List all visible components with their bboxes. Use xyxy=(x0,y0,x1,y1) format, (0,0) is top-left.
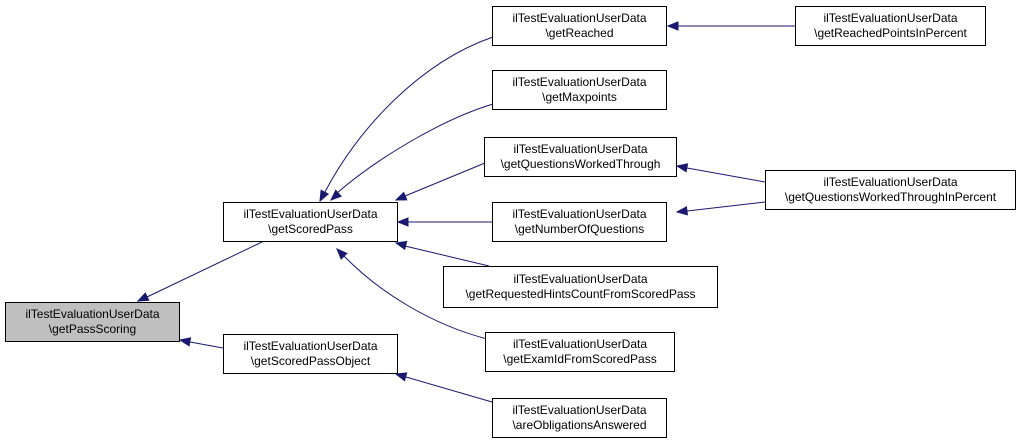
node-method-label: \getExamIdFromScoredPass xyxy=(503,352,657,366)
node-class-label: ilTestEvaluationUserData xyxy=(513,272,648,286)
node-getScoredPassObject[interactable]: ilTestEvaluationUserData \getScoredPassO… xyxy=(223,334,398,374)
node-class-label: ilTestEvaluationUserData xyxy=(243,207,378,221)
node-class-label: ilTestEvaluationUserData xyxy=(25,307,160,321)
node-getMaxpoints[interactable]: ilTestEvaluationUserData \getMaxpoints xyxy=(492,70,667,110)
edge-getExamIdFromScoredPass-to-getScoredPass xyxy=(343,255,492,341)
node-getQuestionsWorkedThrough[interactable]: ilTestEvaluationUserData \getQuestionsWo… xyxy=(484,137,677,177)
edge-getScoredPassObject-to-getPassScoring xyxy=(189,341,224,349)
node-method-label: \getQuestionsWorkedThrough xyxy=(500,157,661,171)
node-class-label: ilTestEvaluationUserData xyxy=(512,207,647,221)
node-method-label: \getPassScoring xyxy=(48,322,137,336)
node-method-label: \getRequestedHintsCountFromScoredPass xyxy=(465,287,696,301)
arrowhead-getQuestionsWorkedThrough-to-getScoredPass xyxy=(394,191,408,201)
node-getScoredPass[interactable]: ilTestEvaluationUserData \getScoredPass xyxy=(223,202,398,242)
arrowhead-getReachedPointsInPercent-to-getReached xyxy=(666,21,679,31)
node-method-label: \getScoredPass xyxy=(268,222,353,236)
node-method-label: \getReached xyxy=(545,26,614,40)
node-getReachedPointsInPercent[interactable]: ilTestEvaluationUserData \getReachedPoin… xyxy=(795,6,986,46)
edge-getRequestedHintsCountFromScoredPass-to-getScoredPass xyxy=(404,245,490,267)
node-class-label: ilTestEvaluationUserData xyxy=(512,11,647,25)
edge-getScoredPass-to-getPassScoring xyxy=(146,241,263,298)
arrowhead-getNumberOfQuestions-to-getScoredPass xyxy=(396,217,409,227)
node-method-label: \getQuestionsWorkedThroughInPercent xyxy=(784,190,997,204)
arrowhead-areObligationsAnswered-to-getScoredPassObject xyxy=(394,372,408,382)
node-areObligationsAnswered[interactable]: ilTestEvaluationUserData \areObligations… xyxy=(492,398,667,438)
arrowhead-getExamIdFromScoredPass-to-getScoredPass xyxy=(336,248,348,260)
arrowhead-getQuestionsWorkedThroughInPercent-to-getQuestionsWorkedThrough xyxy=(675,163,689,173)
node-method-label: \areObligationsAnswered xyxy=(512,418,647,432)
node-class-label: ilTestEvaluationUserData xyxy=(512,75,647,89)
node-class-label: ilTestEvaluationUserData xyxy=(512,337,648,351)
edge-getReached-to-getScoredPass xyxy=(324,36,494,193)
node-class-label: ilTestEvaluationUserData xyxy=(823,175,958,189)
arrowhead-getQuestionsWorkedThroughInPercent-to-getNumberOfQuestions xyxy=(675,206,688,216)
node-class-label: ilTestEvaluationUserData xyxy=(512,403,647,417)
edge-getQuestionsWorkedThroughInPercent-to-getNumberOfQuestions xyxy=(686,201,766,212)
node-getPassScoring[interactable]: ilTestEvaluationUserData \getPassScoring xyxy=(5,302,180,342)
node-getExamIdFromScoredPass[interactable]: ilTestEvaluationUserData \getExamIdFromS… xyxy=(485,332,675,372)
arrowhead-getReached-to-getScoredPass xyxy=(319,189,330,203)
edge-getMaxpoints-to-getScoredPass xyxy=(336,103,494,194)
node-class-label: ilTestEvaluationUserData xyxy=(243,339,378,353)
node-class-label: ilTestEvaluationUserData xyxy=(513,142,648,156)
node-method-label: \getMaxpoints xyxy=(542,90,617,104)
node-getNumberOfQuestions[interactable]: ilTestEvaluationUserData \getNumberOfQue… xyxy=(492,202,667,242)
node-getRequestedHintsCountFromScoredPass[interactable]: ilTestEvaluationUserData \getRequestedHi… xyxy=(443,266,718,308)
arrowhead-getMaxpoints-to-getScoredPass xyxy=(330,189,342,201)
node-class-label: ilTestEvaluationUserData xyxy=(823,11,958,25)
edge-areObligationsAnswered-to-getScoredPassObject xyxy=(405,376,493,403)
node-method-label: \getScoredPassObject xyxy=(250,354,371,368)
node-method-label: \getReachedPointsInPercent xyxy=(814,26,967,40)
edge-getQuestionsWorkedThrough-to-getScoredPass xyxy=(404,162,486,197)
node-getReached[interactable]: ilTestEvaluationUserData \getReached xyxy=(492,6,667,46)
node-method-label: \getNumberOfQuestions xyxy=(514,222,645,236)
node-getQuestionsWorkedThroughInPercent[interactable]: ilTestEvaluationUserData \getQuestionsWo… xyxy=(765,170,1016,210)
edge-getQuestionsWorkedThroughInPercent-to-getQuestionsWorkedThrough xyxy=(686,167,766,183)
arrowhead-getScoredPassObject-to-getPassScoring xyxy=(178,337,192,347)
arrowhead-getRequestedHintsCountFromScoredPass-to-getScoredPass xyxy=(394,240,408,251)
arrowhead-getScoredPass-to-getPassScoring xyxy=(136,292,150,302)
